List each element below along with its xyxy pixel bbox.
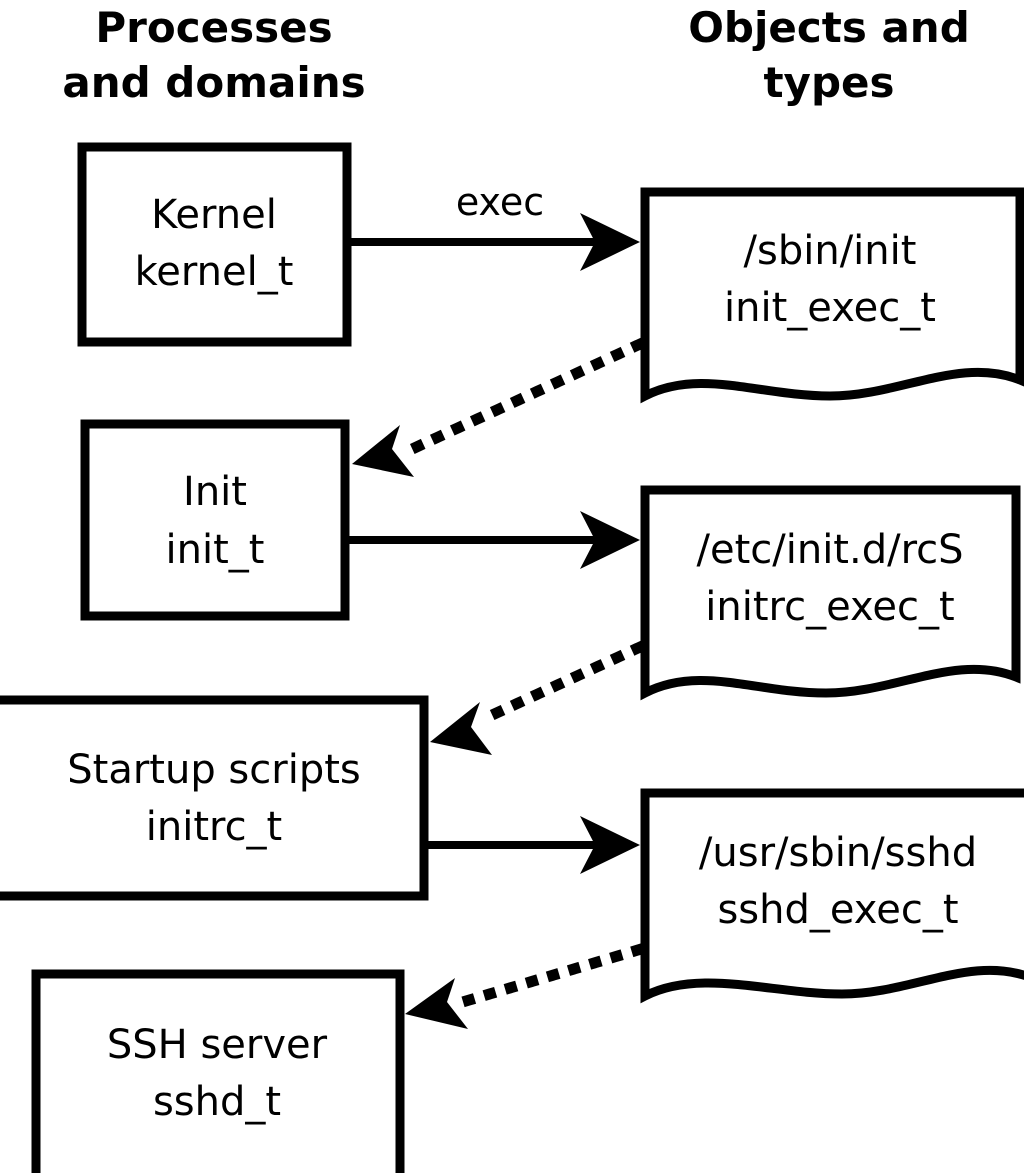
edge-init-exec-to-init <box>352 337 646 477</box>
process-box-kernel[interactable]: Kernel kernel_t <box>77 142 352 347</box>
process-box-rect[interactable] <box>31 969 405 1173</box>
edge-line-dotted <box>482 640 646 724</box>
object-doc-init-exec[interactable]: /sbin/init init_exec_t <box>640 187 1024 404</box>
arrowhead-solid <box>580 816 640 874</box>
process-box-type: kernel_t <box>135 249 294 295</box>
process-box-init[interactable]: Init init_t <box>80 419 350 621</box>
process-box-type: sshd_t <box>153 1079 281 1125</box>
edge-initrc-to-sshd-exec <box>428 816 640 874</box>
column-header-objects: Objects and types <box>688 3 970 107</box>
arrowhead-solid <box>580 213 640 271</box>
object-doc-initrc-exec[interactable]: /etc/init.d/rcS initrc_exec_t <box>640 485 1021 701</box>
process-box-rect[interactable] <box>80 419 350 621</box>
process-box-sshd[interactable]: SSH server sshd_t <box>31 969 405 1173</box>
header-processes-line1: Processes <box>95 3 332 52</box>
process-box-name: SSH server <box>107 1022 328 1068</box>
object-doc-type: init_exec_t <box>724 285 936 331</box>
edge-label-exec: exec <box>456 180 544 224</box>
object-doc-path: /sbin/init <box>744 228 917 274</box>
document-shape[interactable] <box>640 788 1024 1004</box>
edge-line-dotted <box>459 943 645 1008</box>
process-box-rect[interactable] <box>0 695 429 901</box>
object-doc-path: /etc/init.d/rcS <box>696 527 963 573</box>
object-doc-type: sshd_exec_t <box>717 887 958 933</box>
edge-line-dotted <box>402 337 646 458</box>
edge-sshd-exec-to-sshd <box>405 943 645 1029</box>
process-box-initrc[interactable]: Startup scripts initrc_t <box>0 695 429 901</box>
process-box-name: Startup scripts <box>67 747 360 793</box>
arrowhead-barbed <box>430 702 492 755</box>
process-box-rect[interactable] <box>77 142 352 347</box>
column-header-processes: Processes and domains <box>62 3 365 107</box>
edge-kernel-exec-init: exec <box>350 180 640 271</box>
document-shape[interactable] <box>640 485 1021 701</box>
arrowhead-barbed <box>405 978 468 1029</box>
process-box-name: Init <box>183 469 247 515</box>
process-box-type: initrc_t <box>146 804 283 850</box>
arrowhead-barbed <box>352 425 414 477</box>
header-processes-line2: and domains <box>62 58 365 107</box>
header-objects-line2: types <box>763 58 894 107</box>
arrowhead-solid <box>580 511 640 569</box>
document-shape[interactable] <box>640 187 1024 404</box>
object-doc-type: initrc_exec_t <box>705 584 954 630</box>
process-box-name: Kernel <box>151 192 277 238</box>
object-doc-sshd-exec[interactable]: /usr/sbin/sshd sshd_exec_t <box>640 788 1024 1004</box>
header-objects-line1: Objects and <box>688 3 970 52</box>
edge-initrc-exec-to-initrc <box>430 640 646 755</box>
object-doc-path: /usr/sbin/sshd <box>699 830 977 876</box>
edge-init-to-initrc-exec <box>348 511 640 569</box>
process-box-type: init_t <box>166 527 265 573</box>
